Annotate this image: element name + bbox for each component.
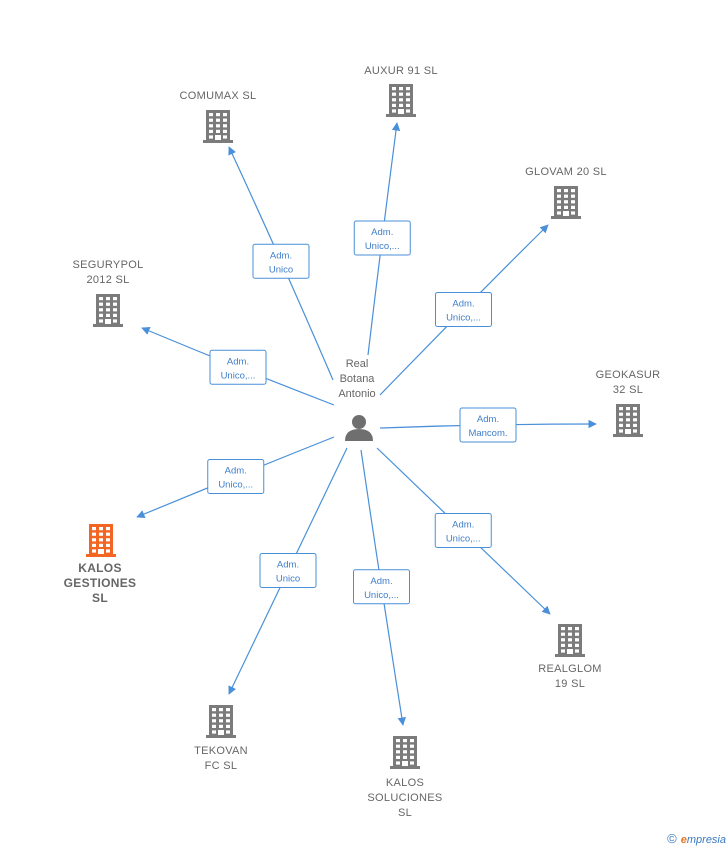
edge-label-text: Adm. (227, 356, 249, 367)
copyright-symbol: © (667, 831, 677, 846)
company-label: COMUMAX SL (180, 90, 257, 102)
company-node-comumax[interactable]: COMUMAX SL (180, 90, 257, 143)
brand-name: mpresia (686, 834, 726, 846)
edge-label-box (209, 349, 267, 385)
company-label: SL (92, 591, 108, 605)
edge-label-text: Unico (276, 574, 300, 585)
edge-label[interactable]: Adm. Unico,... (207, 459, 265, 494)
building-icon (551, 186, 581, 219)
edge-label-box (353, 220, 411, 256)
edge-label[interactable]: Adm. Unico,... (435, 292, 492, 327)
edge-label-box (259, 553, 317, 588)
edge-segurypol[interactable]: Adm. Unico,... (141, 327, 335, 406)
nodes-layer: COMUMAX SL AUXUR 91 SL GLOVAM 20 SL SEGURYP… (64, 65, 661, 819)
building-icon (386, 84, 416, 117)
company-label: 19 SL (555, 678, 585, 690)
company-label: GLOVAM 20 SL (525, 166, 607, 178)
person-label: Botana (340, 373, 376, 385)
company-label: SL (398, 807, 412, 819)
building-icon (206, 705, 236, 738)
person-label: Antonio (338, 388, 375, 400)
company-node-realglom[interactable]: REALGLOM 19 SL (538, 624, 602, 690)
company-node-geokasur[interactable]: GEOKASUR 32 SL (596, 369, 661, 437)
edge-kalos-soluciones[interactable]: Adm. Unico,... (353, 449, 410, 726)
edge-label[interactable]: Adm. Unico,... (353, 220, 411, 256)
edge-label-text: Adm. (370, 576, 392, 587)
edge-label-text: Mancom. (468, 428, 507, 439)
person-icon (345, 415, 373, 441)
brand-e: e (680, 834, 687, 846)
edge-label-text: Adm. (371, 227, 393, 238)
edge-label-text: Unico,... (365, 241, 400, 252)
building-icon (203, 110, 233, 143)
edge-kalos-gestiones[interactable]: Adm. Unico,... (136, 436, 335, 518)
company-label: 2012 SL (86, 274, 129, 286)
edge-label-text: Adm. (225, 466, 247, 477)
edge-label[interactable]: Adm. Mancom. (459, 407, 517, 443)
company-label: 32 SL (613, 384, 643, 396)
building-icon (93, 294, 123, 327)
building-icon (613, 404, 643, 437)
company-label: GESTIONES (64, 576, 137, 590)
building-icon (390, 736, 420, 769)
edge-label-box (207, 459, 265, 494)
company-label: GEOKASUR (596, 369, 661, 381)
company-node-kalos-soluciones[interactable]: KALOS SOLUCIONES SL (367, 736, 442, 819)
edge-label[interactable]: Adm. Unico,... (434, 513, 492, 548)
company-node-glovam[interactable]: GLOVAM 20 SL (525, 166, 607, 219)
edge-label-box (435, 292, 492, 327)
company-node-tekovan[interactable]: TEKOVAN FC SL (194, 705, 248, 772)
edge-label-text: Unico,... (364, 590, 399, 601)
edge-label-text: Unico (269, 264, 293, 275)
edge-geokasur[interactable]: Adm. Mancom. (379, 407, 597, 443)
company-label: FC SL (205, 760, 238, 772)
building-icon (86, 524, 116, 557)
edge-label-text: Unico,... (221, 370, 256, 381)
edge-label-box (434, 513, 492, 548)
edge-realglom[interactable]: Adm. Unico,... (376, 447, 551, 615)
company-label: AUXUR 91 SL (364, 65, 438, 77)
edge-label-text: Unico,... (218, 480, 253, 491)
edge-comumax[interactable]: Adm. Unico (228, 146, 334, 381)
company-label: KALOS (386, 777, 424, 789)
edge-label[interactable]: Adm. Unico,... (353, 569, 410, 605)
edge-label-text: Adm. (477, 414, 499, 425)
edge-label-text: Unico,... (446, 534, 481, 545)
edge-label-text: Unico,... (446, 313, 481, 324)
edges-layer: Adm.UnicoAdm.Unico,...Adm.Unico,...Adm.U… (136, 122, 597, 726)
building-icon (555, 624, 585, 657)
person-label: Real (346, 358, 369, 370)
edge-label[interactable]: Adm. Unico (259, 553, 317, 588)
footer-brand[interactable]: ©empresia (667, 831, 726, 846)
edge-auxur[interactable]: Adm. Unico,... (353, 122, 411, 356)
company-label: SOLUCIONES (367, 792, 442, 804)
edge-glovam[interactable]: Adm. Unico,... (379, 224, 549, 396)
edge-label-box (459, 407, 517, 443)
edge-label-text: Adm. (270, 250, 292, 261)
edge-label-text: Adm. (452, 299, 474, 310)
edge-label[interactable]: Adm. Unico,... (209, 349, 267, 385)
edge-label-text: Adm. (452, 520, 474, 531)
edge-label[interactable]: Adm. Unico (252, 243, 310, 279)
company-label: REALGLOM (538, 663, 602, 675)
company-label: KALOS (78, 561, 122, 575)
edge-label-text: Adm. (277, 560, 299, 571)
edge-label-box (353, 569, 410, 605)
edge-label-box (252, 243, 310, 279)
edge-tekovan[interactable]: Adm. Unico (228, 447, 348, 695)
company-label: TEKOVAN (194, 745, 248, 757)
company-node-auxur[interactable]: AUXUR 91 SL (364, 65, 438, 117)
company-node-segurypol[interactable]: SEGURYPOL 2012 SL (73, 259, 144, 327)
company-label: SEGURYPOL (73, 259, 144, 271)
